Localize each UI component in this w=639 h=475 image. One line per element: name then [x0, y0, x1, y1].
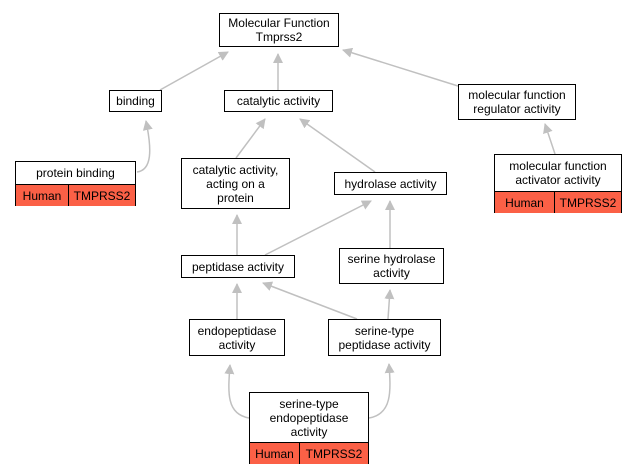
- node-catalytic-activity-acting-on-a-protein[interactable]: catalytic activity, acting on a protein: [181, 158, 290, 209]
- edge-binding-to-root: [159, 51, 229, 91]
- node-label: serine hydrolase activity: [347, 252, 436, 280]
- node-hydrolase-activity[interactable]: hydrolase activity: [334, 172, 447, 195]
- gene-badge: TMPRSS2: [299, 443, 368, 464]
- species-badge: Human: [16, 185, 68, 206]
- species-badge: Human: [250, 443, 299, 464]
- node-label: catalytic activity: [236, 94, 321, 108]
- node-molecular-function-root[interactable]: Molecular Function Tmprss2: [219, 13, 339, 47]
- node-label: protein binding: [36, 166, 115, 180]
- node-protein-binding[interactable]: protein binding Human TMPRSS2: [15, 161, 136, 206]
- edge-mf_activator-to-mf_regulator: [543, 123, 556, 155]
- node-label: catalytic activity, acting on a protein: [192, 162, 279, 205]
- edge-hydrolase-to-catalytic: [299, 118, 376, 173]
- edge-serine_peptidase-to-peptidase: [262, 281, 358, 320]
- node-label: serine-type peptidase activity: [338, 323, 431, 352]
- node-serine-hydrolase-activity[interactable]: serine hydrolase activity: [339, 248, 444, 284]
- node-molecular-function-activator-activity[interactable]: molecular function activator activity Hu…: [494, 154, 622, 213]
- edge-peptidase-to-hydrolase: [264, 200, 372, 256]
- node-label: molecular function activator activity: [509, 159, 607, 187]
- node-label: molecular function regulator activity: [468, 88, 566, 116]
- node-label: peptidase activity: [191, 259, 285, 274]
- species-badge: Human: [495, 192, 554, 213]
- edge-serine_peptidase-to-serine_hydrolase: [384, 289, 395, 320]
- node-serine-type-endopeptidase-activity[interactable]: serine-type endopeptidase activity Human…: [249, 392, 369, 464]
- node-endopeptidase-activity[interactable]: endopeptidase activity: [189, 319, 285, 356]
- gene-badge: TMPRSS2: [68, 185, 135, 206]
- node-peptidase-activity[interactable]: peptidase activity: [181, 255, 295, 278]
- edge-mf_regulator-to-root: [342, 47, 459, 87]
- annotation-row: Human TMPRSS2: [16, 184, 135, 206]
- edge-protein_binding-to-binding: [136, 120, 153, 173]
- node-label: Molecular Function Tmprss2: [228, 16, 330, 44]
- node-label: hydrolase activity: [344, 176, 437, 191]
- node-serine-type-peptidase-activity[interactable]: serine-type peptidase activity: [328, 319, 441, 356]
- node-binding[interactable]: binding: [109, 90, 162, 112]
- edge-serine_endopeptidase-to-endopeptidase: [224, 364, 250, 419]
- edge-serine_endopeptidase-to-serine_peptidase: [368, 363, 395, 419]
- node-molecular-function-regulator-activity[interactable]: molecular function regulator activity: [458, 84, 576, 120]
- gene-badge: TMPRSS2: [554, 192, 621, 213]
- node-label: endopeptidase activity: [197, 323, 277, 352]
- edge-cat_on_protein-to-catalytic: [235, 118, 266, 159]
- node-catalytic-activity[interactable]: catalytic activity: [224, 90, 333, 112]
- annotation-row: Human TMPRSS2: [495, 191, 621, 213]
- node-label: serine-type endopeptidase activity: [269, 396, 349, 439]
- annotation-row: Human TMPRSS2: [250, 442, 368, 464]
- node-label: binding: [116, 94, 155, 108]
